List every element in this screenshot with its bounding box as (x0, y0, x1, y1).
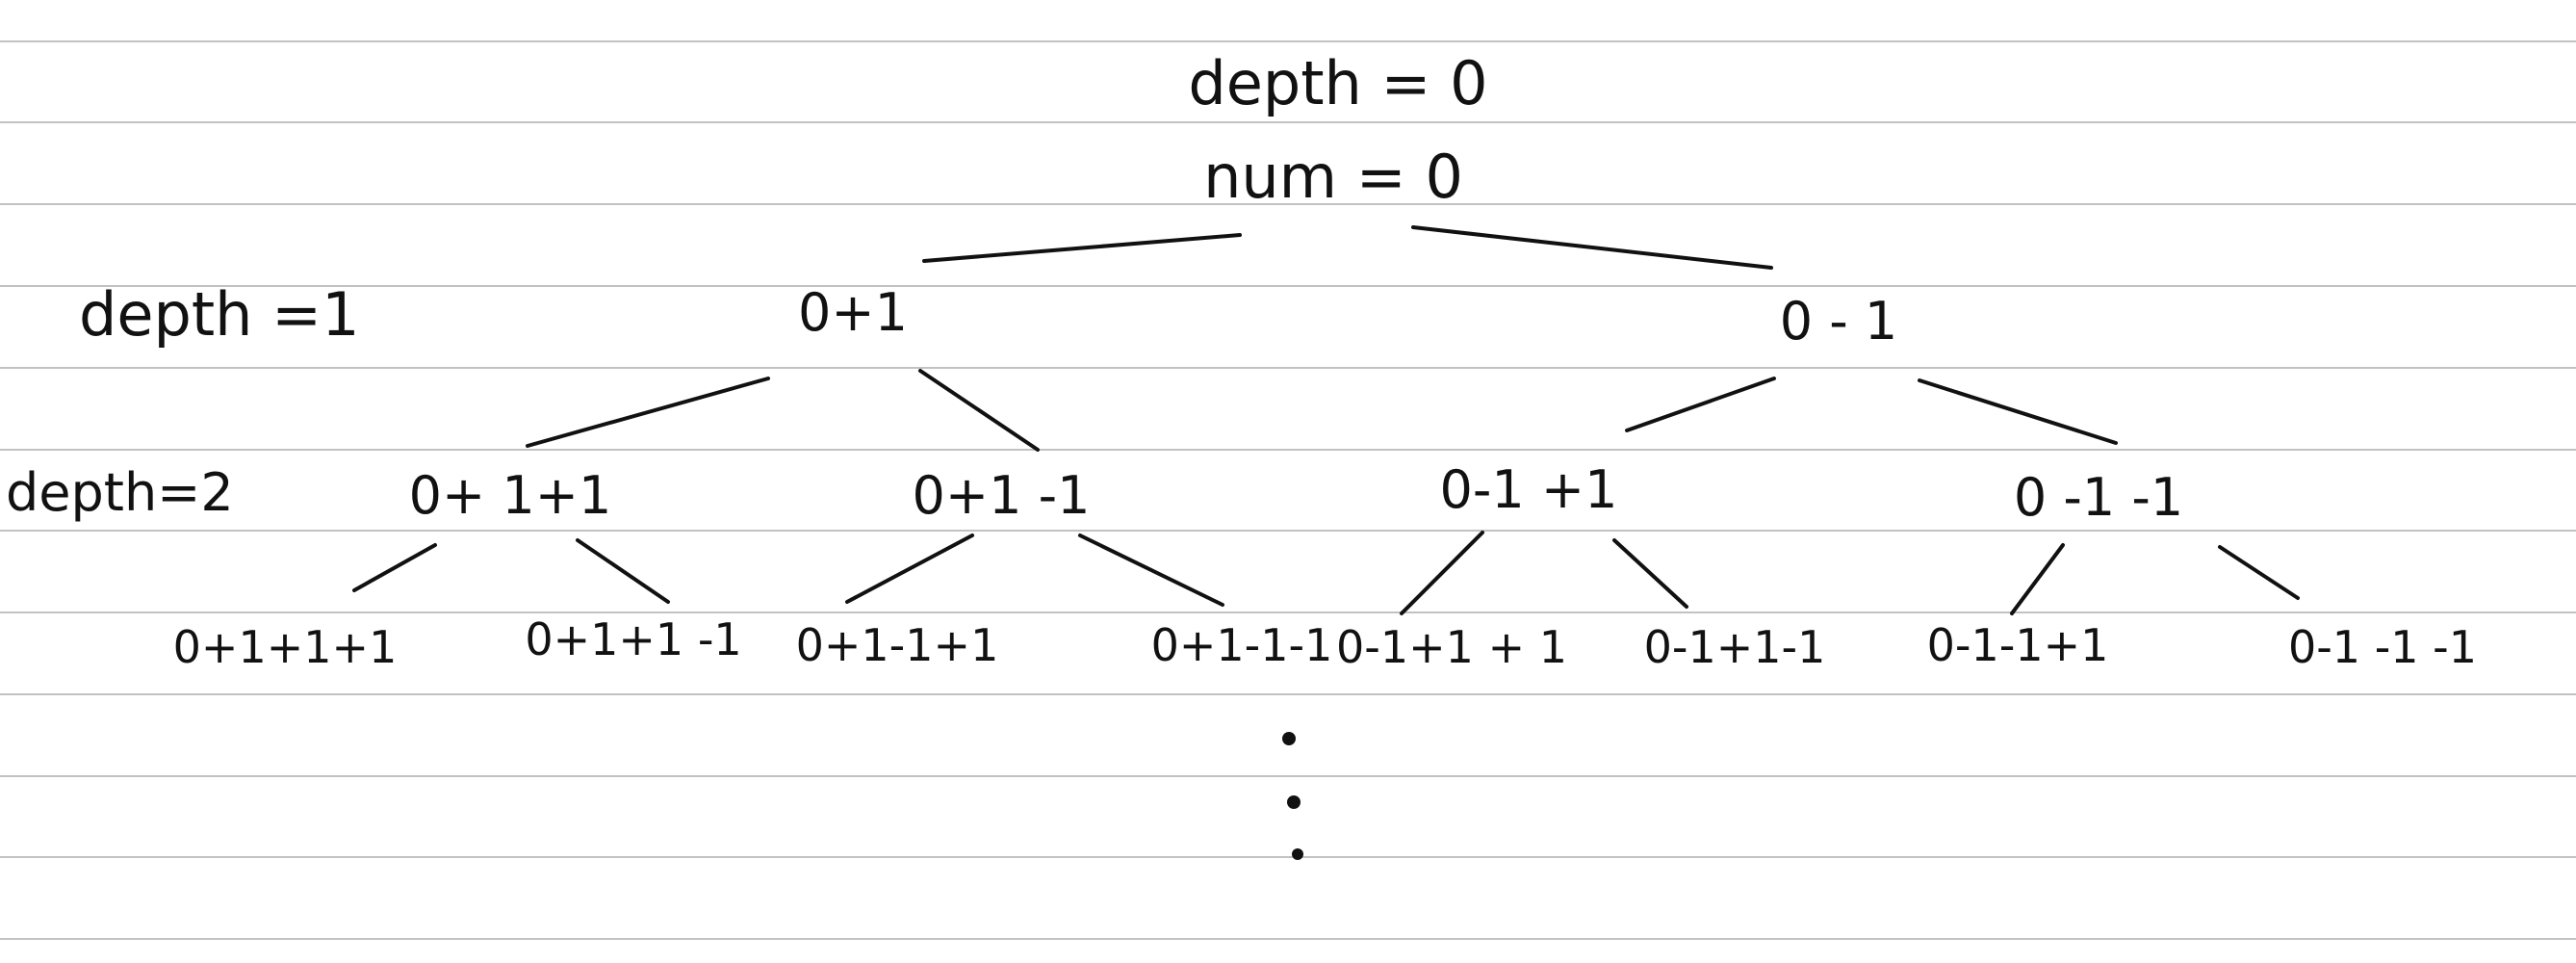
level3-leaf: 0-1 -1 -1 (2288, 621, 2477, 673)
edge (845, 534, 974, 604)
continuation-dot (1292, 848, 1303, 860)
level2-node: 0 -1 -1 (2014, 467, 2183, 528)
depth-2-label: depth=2 (6, 462, 234, 523)
edge (1411, 225, 1773, 270)
level3-leaf: 0+1-1+1 (796, 619, 999, 671)
level2-node: 0-1 +1 (1440, 459, 1618, 520)
edge (526, 377, 770, 448)
level3-leaf: 0-1+1-1 (1644, 621, 1826, 673)
root-num-label: num = 0 (1203, 142, 1463, 212)
edge (1625, 377, 1776, 432)
level1-node-left: 0+1 (798, 282, 908, 343)
edge (2010, 543, 2065, 615)
edges-level1 (526, 369, 2118, 452)
level2-node: 0+ 1+1 (409, 465, 612, 526)
edges-level2 (352, 531, 2300, 615)
ruled-lines (0, 40, 2576, 940)
edge (1918, 378, 2118, 445)
edge (1612, 538, 1688, 609)
edge (2218, 545, 2300, 600)
level2-node: 0+1 -1 (913, 465, 1091, 526)
edge (918, 369, 1040, 452)
level3-leaf: 0+1-1-1 (1151, 619, 1333, 671)
edge (1078, 534, 1224, 607)
continuation-dots (1282, 732, 1303, 860)
edge (922, 233, 1242, 263)
root-depth-label: depth = 0 (1188, 48, 1487, 118)
level3-leaf: 0-1-1+1 (1927, 619, 2109, 671)
level3-leaf: 0-1+1 + 1 (1336, 621, 1567, 673)
edge (352, 543, 437, 592)
level3-leaf: 0+1+1 -1 (525, 613, 741, 665)
edge (1400, 531, 1484, 615)
continuation-dot (1287, 795, 1301, 809)
level1-node-right: 0 - 1 (1780, 291, 1898, 351)
edges-root (922, 225, 1773, 270)
continuation-dot (1282, 732, 1296, 745)
level3-leaf: 0+1+1+1 (173, 621, 398, 673)
depth-1-label: depth =1 (79, 279, 360, 350)
edge (576, 538, 670, 604)
